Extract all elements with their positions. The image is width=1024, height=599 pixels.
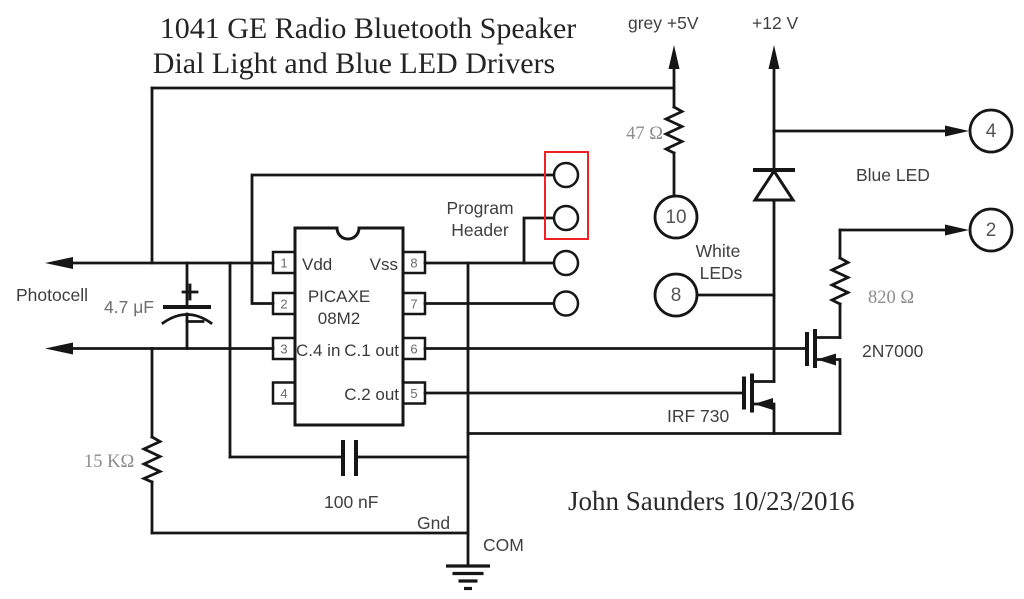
pin-number-3: 3 [280, 342, 287, 357]
pin-number-4: 4 [280, 386, 287, 401]
cap-100nf-label: 100 nF [324, 492, 378, 512]
q1-source-arrow-icon [817, 353, 836, 366]
connector-4-number: 4 [986, 121, 997, 142]
resistor-15kohm [140, 435, 164, 484]
arrow-right-connector2-icon [945, 224, 969, 236]
connector-circle-2 [968, 207, 1014, 253]
arrow-up-12v-icon [768, 45, 780, 69]
ic-body [293, 226, 405, 427]
pin-box-7 [401, 291, 427, 316]
q2-label: IRF 730 [667, 406, 730, 426]
header-circle-2 [552, 204, 580, 232]
connector-8-number: 8 [671, 285, 682, 306]
pin-number-8: 8 [410, 256, 417, 271]
ic-c1out-label: C.1 out [344, 341, 399, 360]
ic-vdd-label: Vdd [302, 255, 332, 274]
arrow-left-top-icon [45, 257, 73, 269]
pin-box-5 [401, 381, 427, 405]
capacitors [161, 283, 358, 476]
arrow-left-bottom-icon [45, 342, 73, 355]
picaxe-ic [271, 226, 427, 427]
title-line2: Dial Light and Blue LED Drivers [153, 47, 555, 80]
pin-box-8 [401, 250, 427, 275]
white-leds-label2: LEDs [700, 263, 743, 283]
pin-box-3 [271, 336, 297, 361]
program-header-label2: Header [451, 220, 509, 240]
rail-5v-label: grey +5V [628, 13, 699, 33]
white-leds-label1: White [696, 241, 741, 261]
q1-source-lead [813, 358, 842, 435]
header-circle-3 [552, 249, 580, 277]
resistor-820ohm [828, 256, 852, 306]
pin-number-5: 5 [410, 386, 417, 401]
program-header-label1: Program [446, 198, 513, 218]
wire-header2-to-vss [522, 216, 556, 265]
rail-12v-label: +12 V [752, 13, 799, 33]
pin-box-1 [271, 250, 297, 275]
pin-box-6 [401, 336, 427, 361]
pin-number-2: 2 [280, 297, 287, 312]
connector-circle-8 [653, 272, 699, 318]
wire-header1-to-pin2 [250, 173, 556, 305]
cap-47uf-plate-curved [161, 313, 213, 325]
blue-led-label: Blue LED [856, 165, 930, 185]
arrow-up-5v-icon [668, 45, 680, 69]
connector-10-number: 10 [665, 207, 686, 228]
q2-source-arrow-icon [754, 398, 773, 410]
connector-circles [653, 108, 1014, 318]
resistor-47ohm [662, 105, 686, 155]
pin-box-2 [271, 291, 297, 316]
ic-vss-label: Vss [370, 255, 398, 274]
header-circle-1 [552, 161, 580, 189]
photocell-label: Photocell [16, 285, 88, 305]
ic-c4in-label: C.4 in [296, 341, 340, 360]
pin-box-4 [271, 381, 297, 405]
com-label: COM [483, 535, 524, 555]
text-labels: 1041 GE Radio Bluetooth Speaker Dial Lig… [16, 12, 997, 555]
gnd-label: Gnd [417, 513, 450, 533]
resistors [140, 105, 852, 484]
resistor-820-label: 820 Ω [868, 288, 914, 308]
pin-number-1: 1 [280, 256, 287, 271]
diode-triangle [752, 168, 796, 202]
cap-47uf-plus-icon [181, 283, 199, 301]
program-header [544, 151, 589, 317]
signature: John Saunders 10/23/2016 [568, 486, 855, 516]
connector-circle-4 [968, 108, 1014, 154]
pin-number-7: 7 [410, 297, 417, 312]
resistor-15k-label: 15 KΩ [84, 452, 134, 472]
header-circle-4 [552, 290, 580, 317]
ic-name-line2: 08M2 [318, 309, 361, 328]
connector-2-number: 2 [986, 220, 997, 241]
header-highlight-box [544, 151, 589, 240]
title-line1: 1041 GE Radio Bluetooth Speaker [160, 12, 577, 45]
wires [45, 45, 969, 568]
mosfet-2n7000 [805, 329, 842, 435]
ic-name-line1: PICAXE [308, 287, 370, 306]
diode [752, 168, 796, 202]
arrow-right-connector4-icon [945, 125, 969, 137]
ground-symbol [446, 564, 490, 591]
resistor-47-label: 47 Ω [626, 124, 663, 144]
pin-number-6: 6 [410, 342, 417, 357]
ic-c2out-label: C.2 out [344, 385, 399, 404]
mosfet-irf730 [742, 373, 776, 435]
cap-47uf-label: 4.7 μF [104, 297, 154, 317]
connector-circle-10 [653, 194, 699, 240]
q1-label: 2N7000 [862, 341, 924, 361]
